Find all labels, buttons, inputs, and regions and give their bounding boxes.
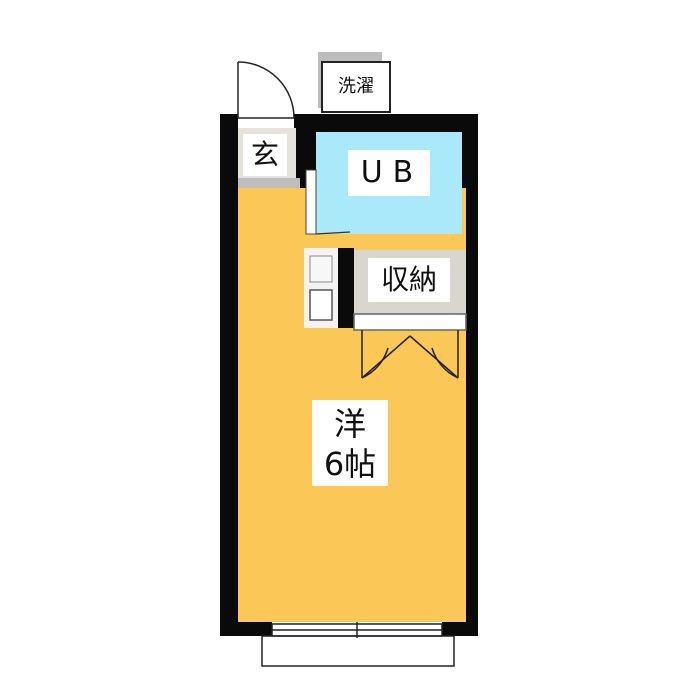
storage-label: 収納 [368,258,450,302]
laundry-label: 洗濯 [327,68,385,106]
window-frame [261,622,455,667]
unit-bath-label: UB [348,150,430,196]
kitchen-sink [309,289,333,321]
entrance-door [237,61,295,119]
western-room-label: 洋 6帖 [312,400,388,486]
storage-shelf [353,313,467,331]
bath-door-panel [305,169,317,235]
bath-door-swing [315,231,351,235]
entrance-door-opening [238,114,294,128]
kitchen-stove [309,255,333,283]
storage-door-swing [361,330,459,379]
room-type-label: 洋 [333,405,366,443]
interior-wall-kitchen [338,248,354,328]
entrance-step [238,178,300,188]
room-size-label: 6帖 [323,445,377,483]
entrance-label: 玄 [243,134,287,176]
